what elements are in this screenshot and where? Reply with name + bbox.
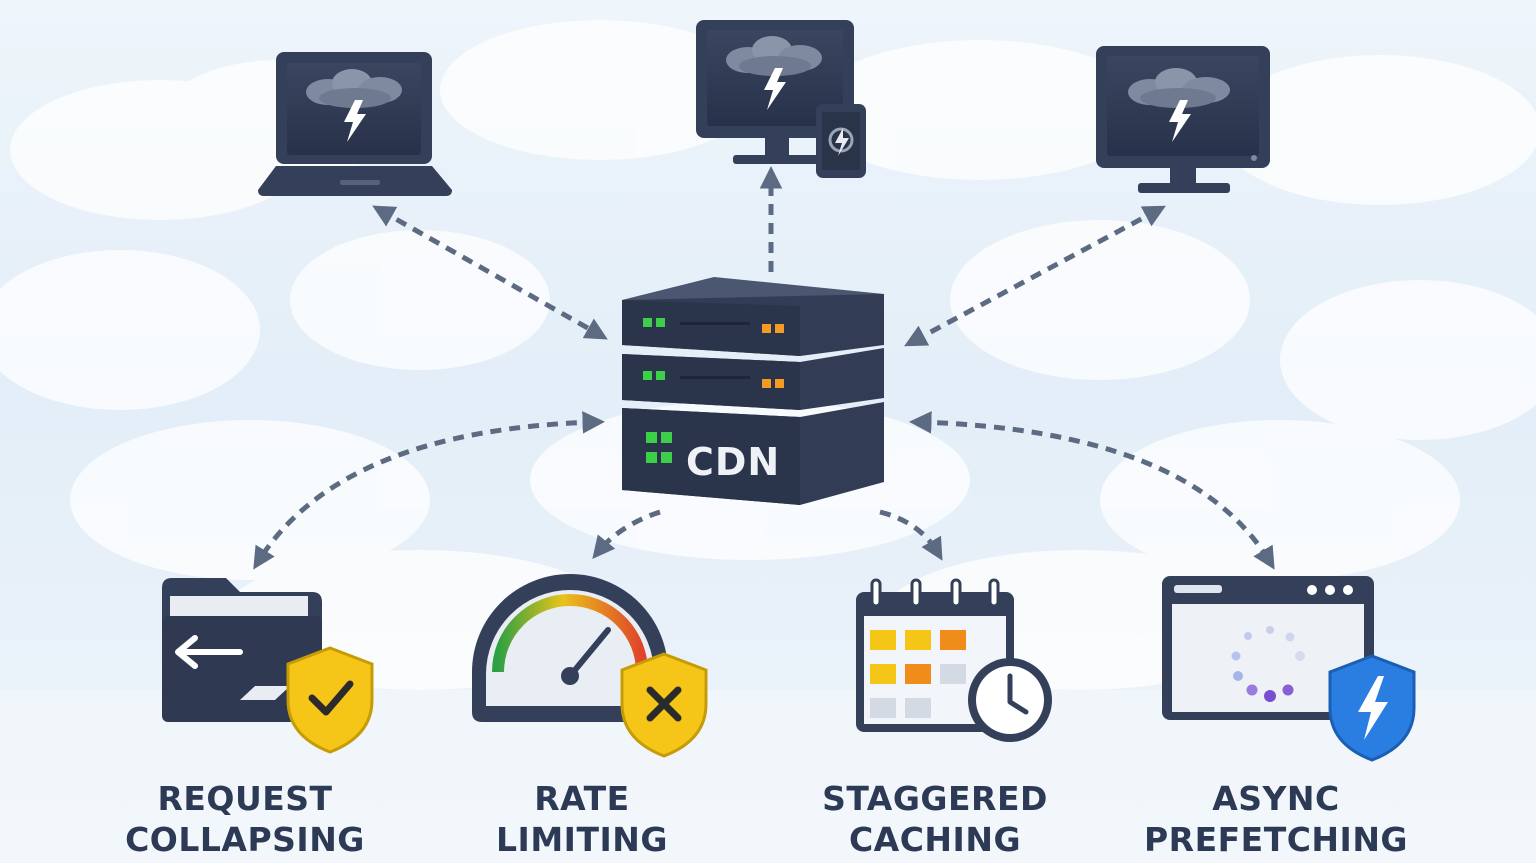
cdn-label: CDN: [686, 440, 781, 484]
arrow-monitor-right: [904, 205, 1166, 347]
server-unit-bottom: [622, 402, 884, 505]
label-line-2: PREFETCHING: [1143, 820, 1409, 859]
loading-spinner-icon: [1231, 626, 1305, 702]
label-line-1: ASYNC: [1212, 779, 1340, 818]
label-line-2: LIMITING: [496, 820, 668, 859]
laptop-icon: [258, 52, 452, 196]
gauge-icon: [472, 574, 668, 722]
label-line-1: REQUEST: [157, 779, 333, 818]
check-shield-icon: [286, 646, 374, 754]
x-shield-icon: [620, 652, 708, 758]
server-unit-middle: [622, 348, 884, 410]
storm-cloud-icon: [306, 69, 402, 142]
connector-arrows: [253, 166, 1275, 570]
label-async-prefetching: ASYNC PREFETCHING: [1140, 778, 1412, 860]
phone-icon: [816, 104, 866, 178]
storm-cloud-icon: [1128, 68, 1230, 142]
label-request-collapsing: REQUEST COLLAPSING: [120, 778, 370, 860]
arrow-async-prefetching: [909, 411, 1275, 570]
monitor-icon: [1096, 46, 1270, 193]
arrow-laptop: [372, 205, 608, 340]
arrow-rate-limiting: [592, 509, 661, 559]
storm-cloud-icon: [726, 36, 822, 110]
folder-icon: [162, 578, 322, 722]
desktop-icon: [696, 20, 854, 164]
lightning-shield-icon: [1328, 654, 1416, 762]
label-rate-limiting: RATE LIMITING: [470, 778, 694, 860]
label-line-1: RATE: [534, 779, 630, 818]
label-staggered-caching: STAGGERED CACHING: [810, 778, 1060, 860]
cdn-server-icon: [622, 277, 884, 505]
arrow-request-collapsing: [253, 411, 605, 570]
label-line-2: COLLAPSING: [125, 820, 365, 859]
label-line-2: CACHING: [848, 820, 1022, 859]
label-line-1: STAGGERED: [822, 779, 1048, 818]
clock-icon: [968, 658, 1052, 742]
server-unit-top: [622, 277, 884, 356]
